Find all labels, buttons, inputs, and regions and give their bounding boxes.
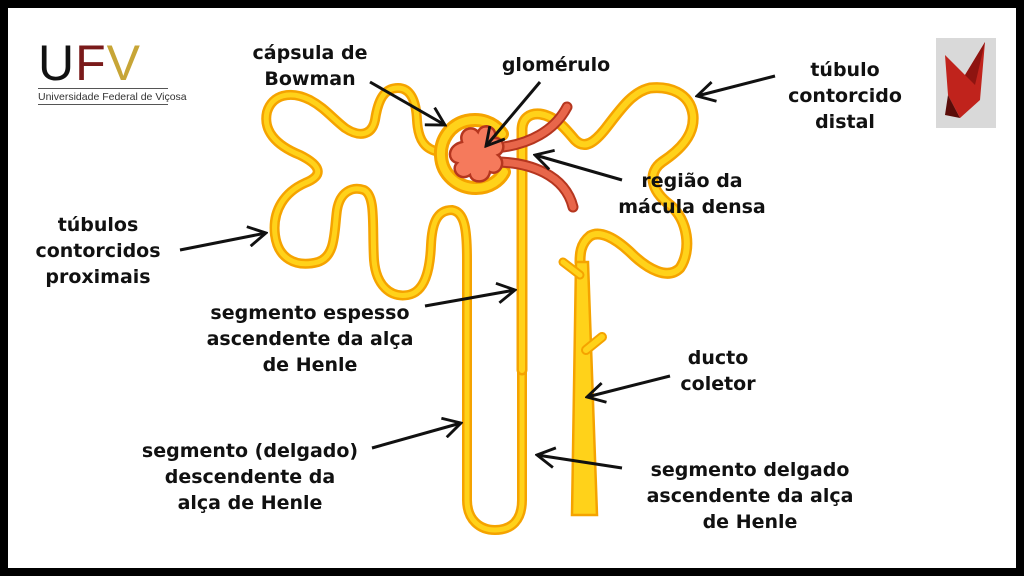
label-glomerulus: glomérulo	[502, 52, 610, 78]
label-macula-densa: região da mácula densa	[618, 168, 766, 220]
label-line: coletor	[680, 373, 756, 395]
label-distal-tubule: túbulo contorcido distal	[788, 57, 902, 135]
label-line: de Henle	[702, 511, 798, 533]
bowman-capsule	[433, 113, 511, 195]
label-line: glomérulo	[501, 54, 611, 76]
arrow-espesso	[424, 290, 515, 308]
arrow-ascendente-delgado	[537, 455, 623, 470]
logo-letter-f: F	[75, 35, 107, 91]
label-line: contorcidos	[35, 240, 161, 262]
label-line: de Henle	[262, 354, 358, 376]
label-line: ascendente da alça	[646, 485, 854, 507]
label-line: ascendente da alça	[206, 328, 414, 350]
label-line: proximais	[45, 266, 151, 288]
collecting-duct	[558, 257, 607, 517]
label-line: túbulos	[57, 214, 139, 236]
label-line: túbulo	[810, 59, 880, 81]
label-line: região da	[641, 170, 743, 192]
arrow-proximal	[179, 233, 266, 252]
label-line: distal	[815, 111, 875, 133]
label-line: segmento (delgado)	[141, 440, 359, 462]
label-line: Bowman	[264, 68, 356, 90]
fox-logo-image	[936, 38, 996, 128]
arrow-macula	[535, 155, 623, 182]
label-line: segmento espesso	[210, 302, 410, 324]
label-line: alça de Henle	[177, 492, 323, 514]
label-descending-limb: segmento (delgado) descendente da alça de …	[142, 438, 358, 516]
efferent-arteriole	[489, 156, 579, 213]
label-line: contorcido	[788, 85, 902, 107]
arrow-glomerulo	[486, 81, 542, 146]
ufv-logo: UFV Universidade Federal de Viçosa	[38, 38, 187, 105]
arrow-ducto	[587, 374, 671, 397]
arrow-bowman	[369, 80, 445, 125]
label-line: segmento delgado	[650, 459, 850, 481]
label-line: descendente da	[164, 466, 336, 488]
label-thin-ascending-limb: segmento delgado ascendente da alça de Hen…	[647, 457, 854, 535]
label-bowman-capsule: cápsula de Bowman	[253, 40, 368, 92]
label-line: ducto	[687, 347, 749, 369]
logo-letter-u: U	[38, 35, 76, 91]
label-line: mácula densa	[618, 196, 766, 218]
label-collecting-duct: ducto coletor	[680, 345, 755, 397]
logo-letter-v: V	[106, 35, 142, 91]
label-thick-ascending-limb: segmento espesso ascendente da alça de Hen…	[207, 300, 414, 378]
thick-ascending-limb-and-distal-tubule	[516, 82, 699, 376]
logo-subtitle: Universidade Federal de Viçosa	[38, 88, 187, 105]
label-proximal-tubules: túbulos contorcidos proximais	[35, 212, 160, 290]
proximal-convoluted-tubule	[261, 83, 527, 535]
label-line: cápsula de	[252, 42, 368, 64]
arrow-distal	[697, 74, 776, 96]
arrow-descendente	[371, 423, 461, 450]
